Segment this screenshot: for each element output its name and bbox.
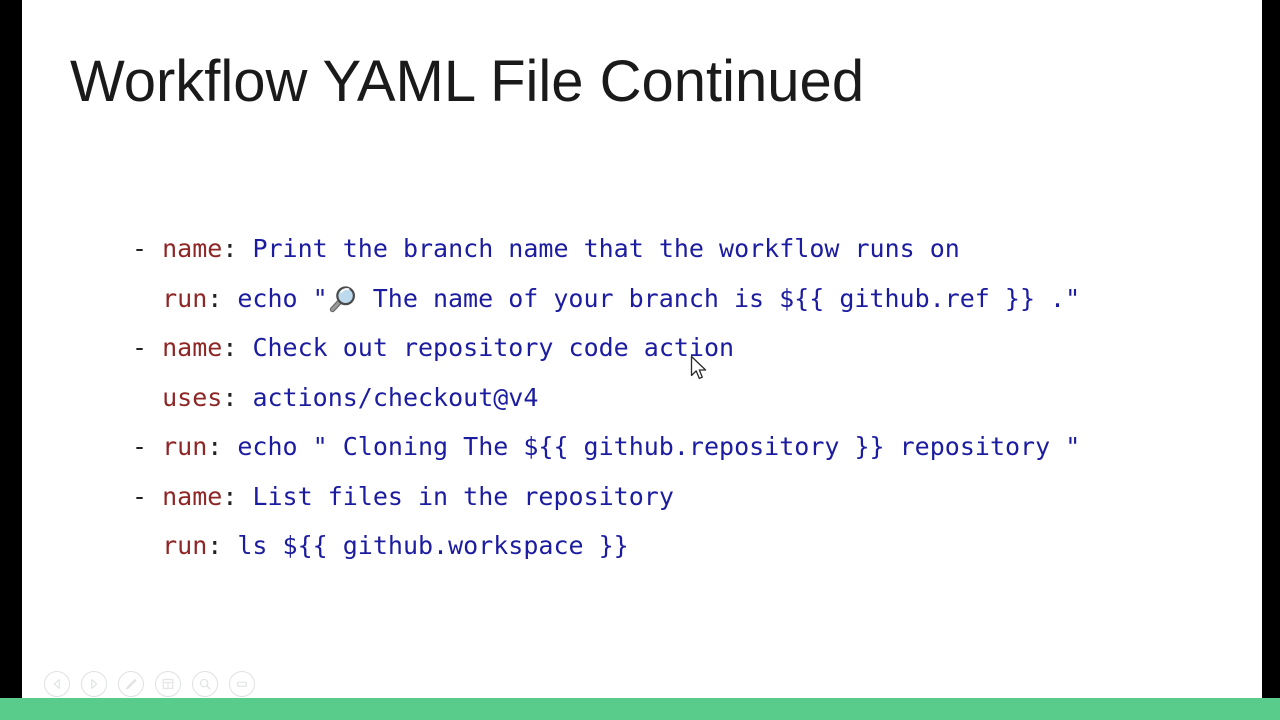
next-slide-button[interactable]	[81, 671, 107, 697]
progress-accent-bar	[0, 698, 1280, 720]
triangle-right-icon	[87, 677, 101, 691]
code-line: - name: Check out repository code action	[132, 323, 1080, 373]
slide-canvas: Workflow YAML File Continued - name: Pri…	[22, 0, 1262, 720]
code-value: List files in the repository	[252, 481, 674, 511]
code-key: name	[162, 234, 223, 263]
zoom-button[interactable]	[192, 671, 218, 697]
code-indent	[132, 284, 162, 313]
code-value: actions/checkout@v4	[252, 382, 539, 412]
page-title: Workflow YAML File Continued	[70, 49, 865, 114]
code-value: Print the branch name that the workflow …	[252, 234, 960, 263]
ellipsis-icon	[235, 677, 249, 691]
code-indent	[132, 383, 162, 412]
code-colon: :	[222, 234, 253, 263]
code-colon: :	[222, 481, 253, 511]
code-colon: :	[207, 432, 238, 461]
slide-grid-button[interactable]	[155, 671, 181, 697]
presentation-controls	[44, 671, 255, 697]
code-list-dash: -	[132, 333, 163, 362]
code-value: echo "	[237, 283, 328, 313]
code-line: - name: List files in the repository	[132, 472, 1080, 522]
code-value: ls ${{ github.workspace }}	[237, 531, 629, 560]
code-line: - run: echo " Cloning The ${{ github.rep…	[132, 422, 1080, 472]
magnifier-tilted-right-icon	[328, 281, 358, 312]
triangle-left-icon	[50, 677, 64, 691]
code-list-dash: -	[132, 481, 163, 511]
code-indent	[132, 531, 162, 560]
magnifier-icon	[198, 677, 212, 691]
pen-icon	[124, 677, 138, 691]
code-key: name	[162, 333, 223, 362]
code-value: echo " Cloning The ${{ github.repository…	[237, 432, 1081, 461]
code-value-cont: The name of your branch is ${{ github.re…	[357, 283, 1081, 313]
code-line: - name: Print the branch name that the w…	[132, 224, 1080, 274]
code-line: run: ls ${{ github.workspace }}	[132, 521, 1080, 571]
code-line: uses: actions/checkout@v4	[132, 373, 1080, 423]
code-colon: :	[207, 531, 238, 560]
code-key: run	[162, 531, 208, 560]
code-list-dash: -	[132, 234, 163, 263]
yaml-code-block: - name: Print the branch name that the w…	[132, 224, 1080, 571]
code-key: uses	[162, 382, 223, 412]
code-colon: :	[207, 283, 238, 313]
code-colon: :	[222, 333, 253, 362]
more-options-button[interactable]	[229, 671, 255, 697]
previous-slide-button[interactable]	[44, 671, 70, 697]
code-list-dash: -	[132, 432, 163, 461]
code-key: name	[162, 481, 223, 511]
code-key: run	[162, 432, 208, 461]
annotate-button[interactable]	[118, 671, 144, 697]
code-line: run: echo " The name of your branch is $…	[132, 274, 1080, 324]
grid-icon	[161, 677, 175, 691]
code-key: run	[162, 283, 208, 313]
code-colon: :	[222, 382, 253, 412]
code-value: Check out repository code action	[252, 333, 735, 362]
